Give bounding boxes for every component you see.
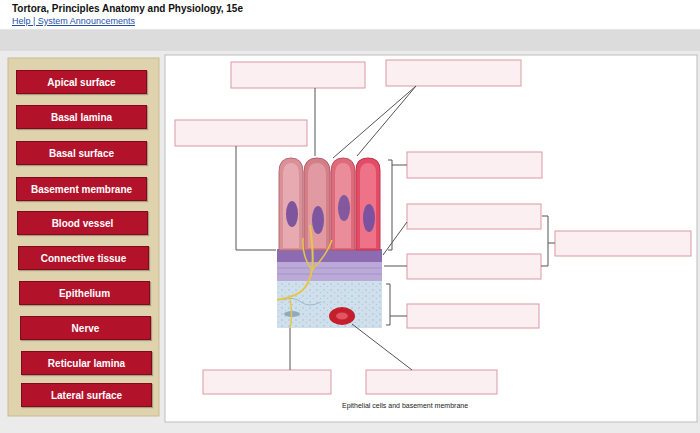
header-rule (0, 30, 700, 31)
work-panel (165, 55, 697, 422)
label-button: Epithelium (19, 281, 150, 305)
drop-boxes (175, 60, 691, 394)
label-text: Basal surface (49, 148, 114, 159)
leader-lines (236, 86, 555, 370)
label-text: Epithelium (59, 288, 110, 299)
label-text: Reticular lamina (48, 358, 125, 369)
label-button: Basal surface (16, 141, 147, 165)
epithelium-illustration (277, 158, 382, 328)
label-button: Basal lamina (16, 105, 147, 129)
label-button: Reticular lamina (21, 351, 152, 375)
label-text: Basement membrane (31, 184, 132, 195)
label-text: Connective tissue (41, 253, 127, 264)
label-button: Connective tissue (18, 246, 149, 270)
label-bank (8, 58, 159, 416)
tool-band (0, 31, 700, 51)
header-bar (0, 0, 700, 30)
label-button: Nerve (20, 316, 151, 340)
figure-caption: Epithelial cells and basement membrane (342, 402, 468, 409)
label-button: Apical surface (16, 70, 147, 94)
help-link: Help | System Announcements (12, 16, 135, 26)
label-button: Lateral surface (21, 383, 152, 407)
page-title: Tortora, Principles Anatomy and Physiolo… (12, 3, 243, 14)
label-text: Lateral surface (51, 390, 122, 401)
label-text: Nerve (72, 323, 100, 334)
label-text: Apical surface (47, 77, 115, 88)
label-button: Blood vessel (17, 211, 148, 235)
label-text: Basal lamina (51, 112, 112, 123)
label-button: Basement membrane (16, 177, 147, 201)
label-text: Blood vessel (52, 218, 114, 229)
